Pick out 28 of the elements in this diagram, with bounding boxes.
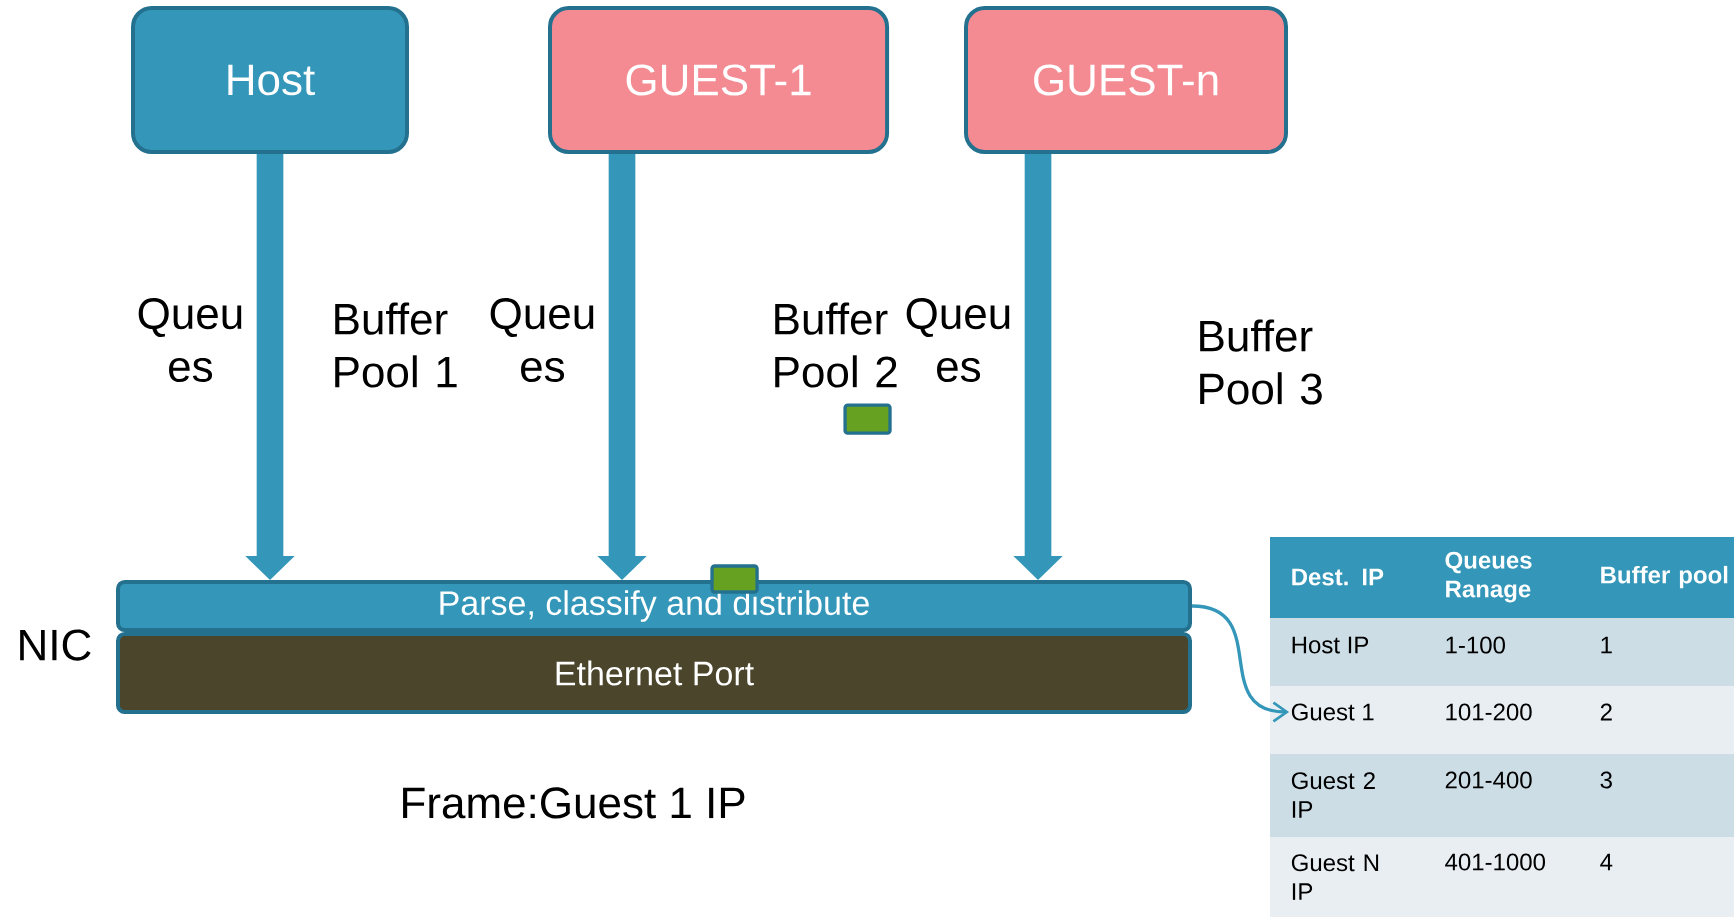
header-text: Dest. IP	[1292, 568, 1384, 586]
arrow	[1191, 604, 1290, 723]
cell-text: 2	[1600, 703, 1612, 721]
cell-text: 4	[1600, 853, 1613, 871]
host-box: Host	[131, 5, 409, 154]
cell-text: 401-1000	[1445, 853, 1546, 871]
guest-box: GUEST-1	[548, 5, 890, 154]
frame-label: Frame:Guest 1 IP	[403, 787, 745, 819]
cell-text: Guest 1	[1291, 703, 1374, 721]
cell-text: Host IP	[1292, 636, 1369, 654]
cell-text: 101-200	[1446, 703, 1532, 721]
buffer-pool-label: Buffer Pool 3	[1200, 319, 1322, 405]
buffer-pool-label: Buffer Pool 1	[335, 302, 457, 388]
header-text: Queues Ranage	[1445, 551, 1532, 603]
queue-label: Queu es	[490, 298, 594, 382]
buffer-pool-label: Buffer Pool 2	[775, 302, 897, 388]
queue-label: Queu es	[138, 298, 242, 382]
cell-text: Guest 2 IP	[1291, 772, 1375, 818]
header-text: Buffer pool	[1601, 565, 1728, 589]
queue-label: Queu es	[906, 298, 1010, 382]
cell-text: 1-100	[1446, 636, 1505, 654]
cell-text: 1	[1601, 636, 1612, 654]
cell-text: Guest N IP	[1291, 854, 1379, 900]
nic-label: NIC	[20, 629, 91, 661]
port-bar: Ethernet Port	[116, 632, 1192, 715]
guest-box: GUEST-n	[964, 5, 1288, 154]
cell-text: 3	[1600, 771, 1612, 789]
cell-text: 201-400	[1445, 771, 1532, 789]
